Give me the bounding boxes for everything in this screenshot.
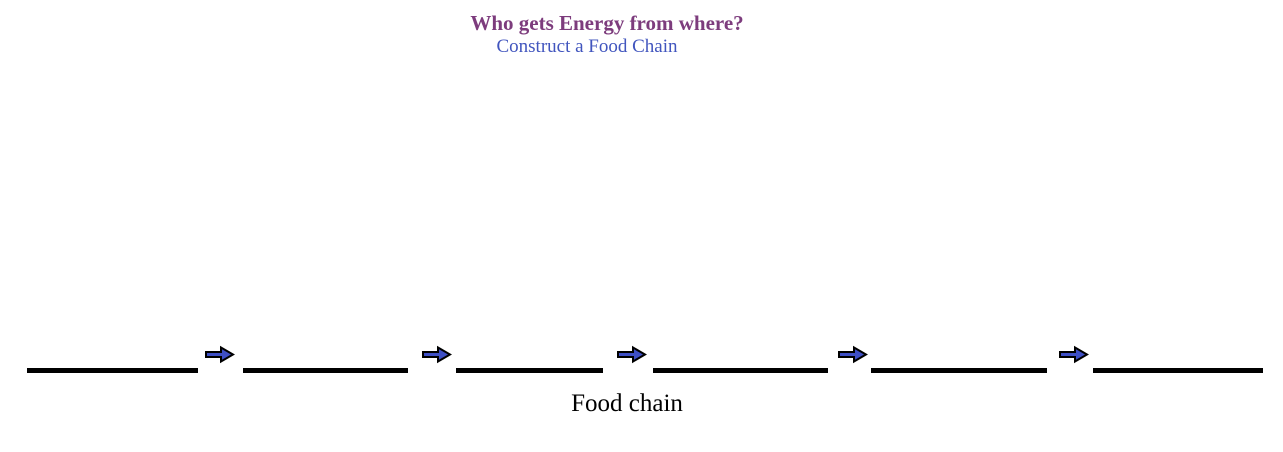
right-arrow-icon	[1058, 345, 1089, 364]
food-chain-blank-2[interactable]	[243, 368, 408, 373]
page-title: Who gets Energy from where?	[470, 11, 744, 35]
food-chain-blank-6[interactable]	[1093, 368, 1263, 373]
food-chain-blank-1[interactable]	[27, 368, 198, 373]
right-arrow-icon	[837, 345, 868, 364]
right-arrow-icon	[616, 345, 647, 364]
food-chain-blank-3[interactable]	[456, 368, 603, 373]
food-chain-label: Food chain	[571, 390, 683, 417]
food-chain-blank-4[interactable]	[653, 368, 828, 373]
food-chain-blank-5[interactable]	[871, 368, 1047, 373]
page-subtitle: Construct a Food Chain	[496, 36, 678, 57]
right-arrow-icon	[421, 345, 452, 364]
right-arrow-icon	[204, 345, 235, 364]
